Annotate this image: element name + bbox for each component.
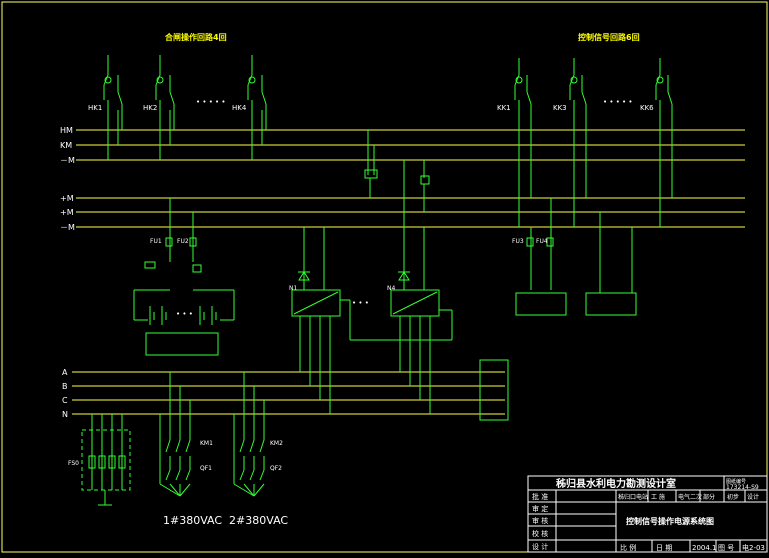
left-group-title: 合闸操作回路4回 <box>164 32 227 42</box>
ac-buses <box>72 371 505 415</box>
center-relay-group <box>364 130 430 285</box>
rectifier-ellipsis: • • • <box>352 299 369 307</box>
fuse-switch-label: FS0 <box>68 460 79 467</box>
battery-group <box>133 198 235 356</box>
drawing-no-label: 图纸编号 <box>726 478 746 485</box>
bus-label-posm2: +M <box>60 208 74 217</box>
phase-label-n: N <box>62 410 68 419</box>
bus-label-negm-mid: －M <box>60 223 75 232</box>
drawing-no: 173214-S9 <box>726 484 759 491</box>
part-label: 部分 <box>703 493 715 501</box>
rectifier-label-n1: N1 <box>289 285 297 292</box>
row-label-review: 审 核 <box>532 516 548 525</box>
right-ellipsis: • • • • • <box>603 98 633 106</box>
row-label-examine: 审 定 <box>532 504 548 513</box>
switch-label-hk2: HK2 <box>143 104 157 112</box>
row-label-design: 设 计 <box>532 542 548 551</box>
switch-label-kk3: KK3 <box>553 104 567 112</box>
breaker-label-qf1: QF1 <box>200 465 212 472</box>
bus-label-hm: HM <box>60 126 73 135</box>
fuse-label-fu3: FU3 <box>512 238 524 245</box>
contactor-label-km2: KM2 <box>270 440 283 447</box>
project-label: 秭归口电站 <box>618 493 648 501</box>
phase-label-a: A <box>62 368 68 377</box>
switch-label-kk1: KK1 <box>497 104 511 112</box>
supply-label: 1#380VAC 2#380VAC <box>163 514 288 527</box>
supply-branch-2 <box>233 372 265 497</box>
rectifier-group <box>291 227 453 414</box>
right-group-title: 控制信号回路6回 <box>578 32 640 42</box>
design-label: 设计 <box>747 493 759 501</box>
drawing-title: 控制信号操作电源系统图 <box>626 516 714 526</box>
footer-number: 电2-03 <box>742 543 765 552</box>
footer-label-scale: 比 例 <box>620 543 636 552</box>
category-label: 电气二次 <box>678 493 702 501</box>
supply-branch-1 <box>159 372 191 497</box>
fuse-label-fu1: FU1 <box>150 238 162 245</box>
row-label-check: 校 核 <box>532 529 548 538</box>
fuse-switch-block <box>81 414 131 506</box>
ac-monitor-box <box>479 359 509 421</box>
row-label-approve: 批 准 <box>532 492 548 501</box>
breaker-label-qf2: QF2 <box>270 465 282 472</box>
footer-label-number: 图 号 <box>718 544 734 552</box>
bus-label-posm1: +M <box>60 194 74 203</box>
switch-label-kk6: KK6 <box>640 104 654 112</box>
bus-label-km: KM <box>60 141 72 150</box>
bus-label-negm-top: －M <box>60 156 75 165</box>
stage-label: 工 施 <box>651 493 665 501</box>
phase-label-b: B <box>62 382 68 391</box>
right-fuse-group <box>515 198 637 316</box>
left-switch-group <box>103 55 267 160</box>
footer-date: 2004.1 <box>692 544 717 552</box>
footer-label-date: 日 期 <box>656 544 672 552</box>
stage2-label: 初步 <box>727 493 739 501</box>
switch-label-hk4: HK4 <box>232 104 247 112</box>
dc-buses <box>76 129 745 228</box>
fuse-label-fu2: FU2 <box>177 238 189 245</box>
bus-labels: HM KM －M +M +M －M <box>60 126 75 232</box>
battery-ellipsis: • • • <box>176 310 193 318</box>
contactor-label-km1: KM1 <box>200 440 213 447</box>
fuse-label-fu4: FU4 <box>536 238 548 245</box>
title-block <box>527 475 768 553</box>
left-ellipsis: • • • • • <box>196 98 226 106</box>
right-switch-group <box>514 58 673 227</box>
phase-label-c: C <box>62 396 68 405</box>
switch-label-hk1: HK1 <box>88 104 102 112</box>
phase-labels: A B C N <box>62 368 68 419</box>
rectifier-label-n4: N4 <box>387 285 395 292</box>
company-name: 秭归县水利电力勘测设计室 <box>556 477 676 490</box>
